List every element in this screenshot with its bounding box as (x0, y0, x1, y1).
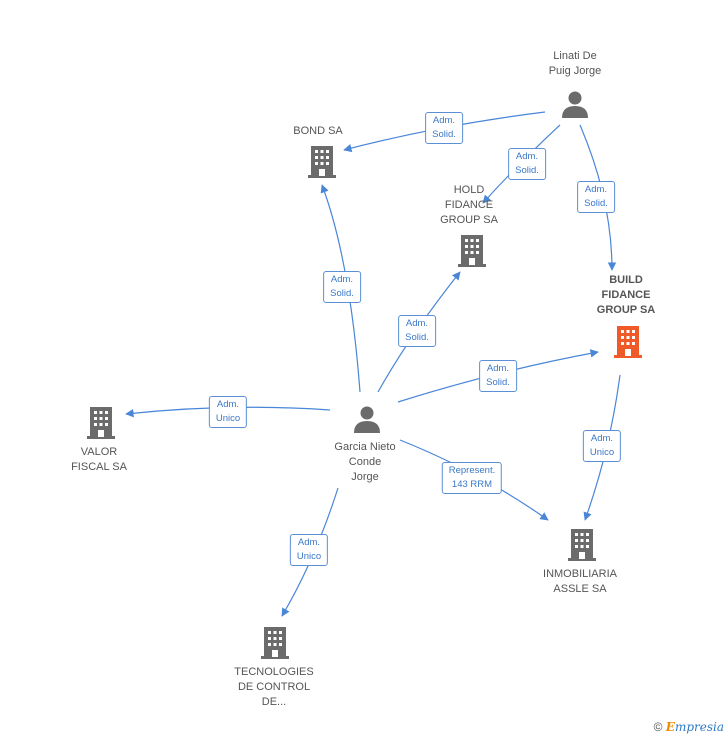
edge-label-garcia-build: Adm. Solid. (479, 360, 517, 392)
edge-label-garcia-bond: Adm. Solid. (323, 271, 361, 303)
building-icon[interactable] (87, 406, 115, 440)
brand-logo: Empresia (665, 720, 724, 734)
node-label-valor[interactable]: VALOR FISCAL SA (71, 446, 127, 473)
edge-label-garcia-tecno: Adm. Unico (289, 534, 329, 566)
node-label-tecno[interactable]: TECNOLOGIES DE CONTROL DE... (234, 666, 314, 708)
empresia-watermark: © Empresia (654, 720, 724, 734)
edge-label-linati-hold: Adm. Solid. (508, 148, 546, 180)
node-label-build[interactable]: BUILD FIDANCE GROUP SA (596, 274, 656, 316)
building-icon[interactable] (308, 145, 336, 179)
person-icon[interactable] (560, 89, 590, 119)
building-icon[interactable] (568, 528, 596, 562)
node-label-bond[interactable]: BOND SA (293, 125, 343, 137)
edge-label-build-inmob: Adm. Unico (582, 430, 622, 462)
building-icon[interactable] (458, 234, 486, 268)
edge-label-garcia-hold: Adm. Solid. (398, 315, 436, 347)
building-focus-icon[interactable] (614, 325, 642, 359)
node-label-garcia[interactable]: Garcia Nieto Conde Jorge (334, 441, 396, 483)
node-label-inmob[interactable]: INMOBILIARIA ASSLE SA (543, 568, 617, 595)
edge-label-garcia-inmob: Represent. 143 RRM (441, 462, 503, 494)
edge-label-linati-build: Adm. Solid. (577, 181, 615, 213)
edge-label-linati-bond: Adm. Solid. (425, 112, 463, 144)
edge-label-garcia-valor: Adm. Unico (208, 396, 248, 428)
building-icon[interactable] (261, 626, 289, 660)
copyright-symbol: © (653, 720, 663, 734)
person-icon[interactable] (352, 404, 382, 434)
node-label-linati[interactable]: Linati De Puig Jorge (548, 50, 602, 77)
node-label-hold[interactable]: HOLD FIDANCE GROUP SA (440, 184, 498, 226)
